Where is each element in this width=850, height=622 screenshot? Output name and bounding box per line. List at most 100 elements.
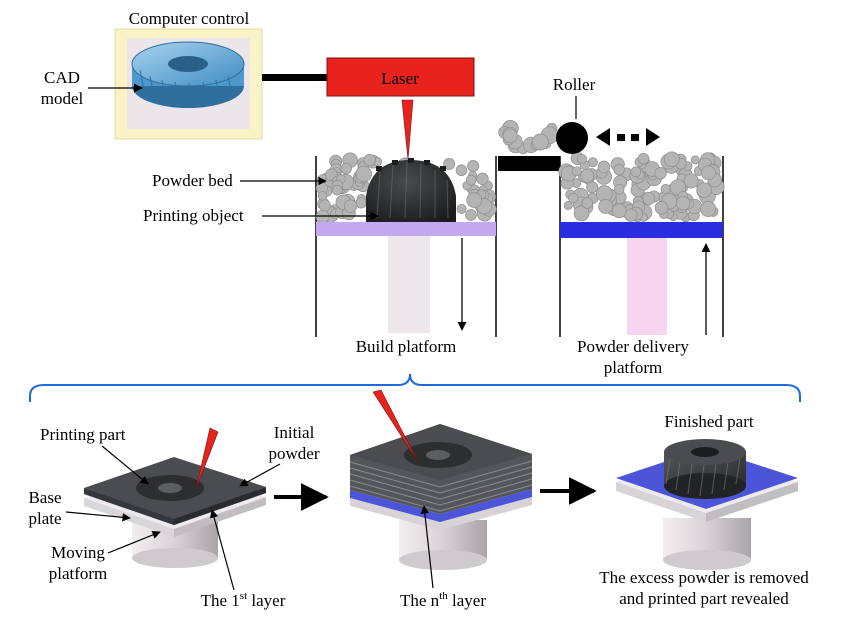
cad-model-label-1: CAD [44,68,80,87]
powder-particle [654,201,669,215]
powder-particle [597,160,611,174]
base-plate-label-2: plate [28,509,61,528]
powder-bed-label: Powder bed [152,171,233,190]
moving-platform-label-2: platform [49,564,108,583]
chamber-ledge [498,156,560,171]
powder-particle [502,128,518,144]
control-cable [262,74,328,81]
powder-particle [696,182,712,198]
powder-particle [642,192,656,206]
initial-powder-label-2: powder [269,444,320,463]
powder-particle [660,183,671,195]
laser-unit: Laser [326,57,475,161]
powder-particle [654,167,667,180]
powder-particle [613,164,625,176]
excess-powder-label-1: The excess powder is removed [599,568,809,587]
powder-particle [586,181,599,194]
nth-layer-label: The nth layer [400,590,486,610]
powder-particle [613,184,625,195]
printing-part-label: Printing part [40,425,126,444]
powder-particle [581,197,593,209]
powder-particle [363,153,376,167]
laser-beam [401,99,414,161]
powder-particle [466,192,483,208]
powder-particle [317,191,328,201]
powder-particle [355,165,372,183]
powder-particle [355,197,367,209]
roller-label: Roller [553,75,596,94]
stage2-laser-beam [372,389,419,463]
powder-particle [465,209,477,221]
stage-nth-layer [349,389,533,570]
stage1-laser-beam [195,427,219,490]
finished-part-label: Finished part [664,412,754,431]
powder-particle [690,155,700,165]
powder-particle [476,172,489,185]
powder-delivery-label-1: Powder delivery [577,337,689,356]
powder-particle [343,199,358,213]
computer-control-panel: Computer control CAD model [41,9,263,140]
printing-object [366,158,456,222]
powder-particle [331,184,343,196]
moving-platform-leader [107,530,161,554]
powder-particle [340,162,352,175]
computer-control-label: Computer control [129,9,250,28]
moving-platform-label-1: Moving [51,543,105,562]
powder-particle [318,199,331,212]
powder-delivery-chamber: Powder delivery platform [498,119,725,377]
stage-first-layer [84,427,266,568]
roller [556,122,588,154]
powder-particle [598,199,614,214]
cad-model-label-2: model [41,89,84,108]
base-plate-leader [65,511,131,522]
powder-particle [573,205,590,222]
powder-particle [580,168,595,183]
first-layer-leader [209,509,235,591]
powder-delivery-label-2: platform [604,358,663,377]
laser-label: Laser [381,69,419,88]
cad-gear-icon [131,41,245,108]
powder-particle [611,203,627,219]
initial-powder-leader [239,463,281,487]
delivery-plate [560,222,723,238]
powder-particle [675,196,691,211]
section-brace [29,373,801,402]
powder-particle [571,166,582,177]
build-piston [388,236,430,333]
build-plate [316,222,496,236]
excess-powder-label-2: and printed part revealed [619,589,789,608]
powder-particle [467,160,480,173]
base-plate-label-1: Base [28,488,61,507]
powder-particle [630,166,642,178]
powder-particle [443,157,456,170]
roller-motion-arrow [596,128,660,146]
printing-object-label: Printing object [143,206,244,225]
powder-particle [576,153,587,165]
powder-particle [456,203,467,214]
powder-particle [663,151,680,168]
stage-finished [616,439,798,570]
powder-particle [683,173,699,189]
powder-particle [465,174,477,186]
powder-particle [595,185,613,202]
powder-bed-particles [315,152,497,224]
powder-particle [700,201,717,217]
nth-layer-leader [420,505,434,589]
roller-unit: Roller [553,75,660,154]
initial-powder-label-1: Initial [274,423,315,442]
build-platform-label: Build platform [356,337,457,356]
laser-box [326,57,475,97]
first-layer-label: The 1st layer [201,590,286,610]
delivery-piston [627,238,667,335]
build-chamber: Build platform [315,152,497,356]
powder-particle [455,164,468,177]
powder-particle [568,192,579,204]
powder-particle [563,201,573,210]
powder-particle [531,133,549,151]
ledge-powder-particles [498,119,559,154]
powder-particle [637,152,650,165]
powder-particle [701,165,716,181]
delivery-powder-particles [558,151,725,223]
powder-particle [315,209,330,224]
